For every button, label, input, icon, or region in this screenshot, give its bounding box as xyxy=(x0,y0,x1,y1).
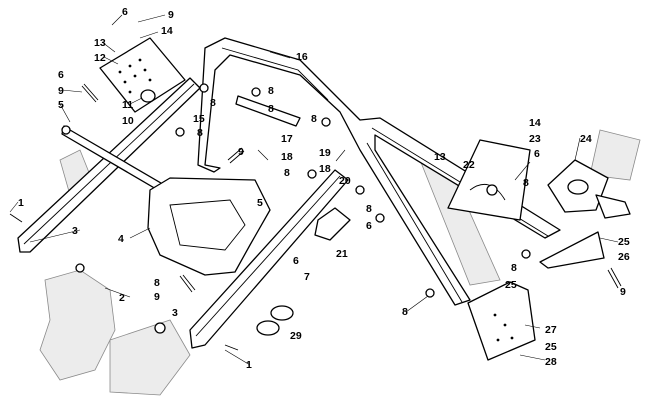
callout: 6 xyxy=(534,148,540,160)
callout: 25 xyxy=(545,341,557,353)
callout: 17 xyxy=(281,133,293,145)
clamp-ring-29 xyxy=(256,305,294,336)
callout: 7 xyxy=(304,271,310,283)
left-lower-rail xyxy=(189,169,349,349)
callout: 19 xyxy=(319,147,331,159)
callout: 14 xyxy=(529,117,541,129)
callout: 1 xyxy=(246,359,252,371)
callout: 9 xyxy=(154,291,160,303)
callout: 5 xyxy=(58,99,64,111)
steering-mount-24 xyxy=(547,159,631,219)
mount-plate-14 xyxy=(99,37,186,113)
callout: 21 xyxy=(336,248,348,260)
callout: 6 xyxy=(293,255,299,267)
callout: 28 xyxy=(545,356,557,368)
callout: 8 xyxy=(268,85,274,97)
callout: 25 xyxy=(618,236,630,248)
callout: 8 xyxy=(523,177,529,189)
callout: 8 xyxy=(311,113,317,125)
callout: 18 xyxy=(281,151,293,163)
callout: 25 xyxy=(505,279,517,291)
callout: 8 xyxy=(197,127,203,139)
callout: 1 xyxy=(18,197,24,209)
bolts xyxy=(9,213,239,351)
left-upper-rail xyxy=(17,77,201,253)
callout: 24 xyxy=(580,133,592,145)
callout: 11 xyxy=(122,99,133,111)
callout: 4 xyxy=(118,233,124,245)
callout: 3 xyxy=(172,307,178,319)
bushing-11 xyxy=(140,89,156,103)
callout: 8 xyxy=(154,277,160,289)
bracket-25-upper xyxy=(539,231,605,269)
callout: 27 xyxy=(545,324,557,336)
callout: 8 xyxy=(210,97,216,109)
left-chassis-ghost xyxy=(39,149,191,396)
callout: 8 xyxy=(284,167,290,179)
bracket-17 xyxy=(235,95,301,127)
callout: 22 xyxy=(463,159,475,171)
callout: 14 xyxy=(161,25,173,37)
callout: 6 xyxy=(122,6,128,18)
callout: 8 xyxy=(402,306,408,318)
callout: 13 xyxy=(434,151,446,163)
callout: 3 xyxy=(72,225,78,237)
callout: 18 xyxy=(319,163,331,175)
callout: 15 xyxy=(193,113,205,125)
callout: 2 xyxy=(119,292,125,304)
callout: 9 xyxy=(620,286,626,298)
callout: 20 xyxy=(339,175,351,187)
callout-labels: 6 9 14 13 12 6 9 5 11 10 15 8 8 16 8 8 1… xyxy=(18,6,630,371)
nuts-8 xyxy=(75,83,531,334)
callout: 26 xyxy=(618,251,630,263)
leader-lines xyxy=(9,14,619,366)
callout: 16 xyxy=(296,51,308,63)
callout: 9 xyxy=(238,146,244,158)
callout: 5 xyxy=(257,197,263,209)
callout: 29 xyxy=(290,330,302,342)
spring-pins xyxy=(81,83,622,293)
bracket-21 xyxy=(314,207,351,241)
callout: 23 xyxy=(529,133,541,145)
dash-panel-23 xyxy=(447,139,531,221)
callout: 8 xyxy=(511,262,517,274)
callout: 13 xyxy=(94,37,106,49)
callout: 6 xyxy=(58,69,64,81)
callout: 12 xyxy=(94,52,106,64)
callout: 10 xyxy=(122,115,134,127)
plate-27 xyxy=(467,281,536,361)
callout: 9 xyxy=(168,9,174,21)
callout: 8 xyxy=(366,203,372,215)
side-bracket-4 xyxy=(147,177,271,276)
callout: 6 xyxy=(366,220,372,232)
callout: 9 xyxy=(58,85,64,97)
callout: 8 xyxy=(268,103,274,115)
